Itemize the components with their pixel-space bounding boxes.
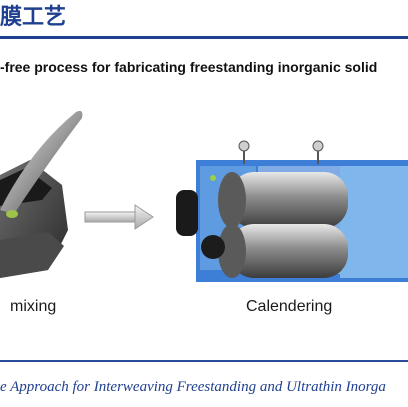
mortar-pestle-illustration	[0, 110, 83, 278]
step-label-mixing: mixing	[10, 298, 57, 315]
header-divider	[0, 36, 408, 39]
side-knob	[176, 190, 198, 236]
step-label-calendering: Calendering	[246, 298, 333, 315]
calender-machine-illustration	[176, 140, 408, 282]
pestle	[0, 110, 83, 214]
mortar-base	[0, 232, 64, 278]
figure-caption: e Approach for Interweaving Freestanding…	[0, 379, 386, 395]
front-knob	[201, 235, 225, 259]
arrow-right-icon	[84, 204, 154, 230]
caption-divider	[0, 360, 408, 362]
figure-heading: -free process for fabricating freestandi…	[0, 59, 378, 75]
powder-speck	[6, 210, 18, 218]
lower-roller	[230, 224, 348, 278]
page-title: 膜工艺	[0, 4, 67, 30]
upper-roller	[230, 172, 348, 228]
